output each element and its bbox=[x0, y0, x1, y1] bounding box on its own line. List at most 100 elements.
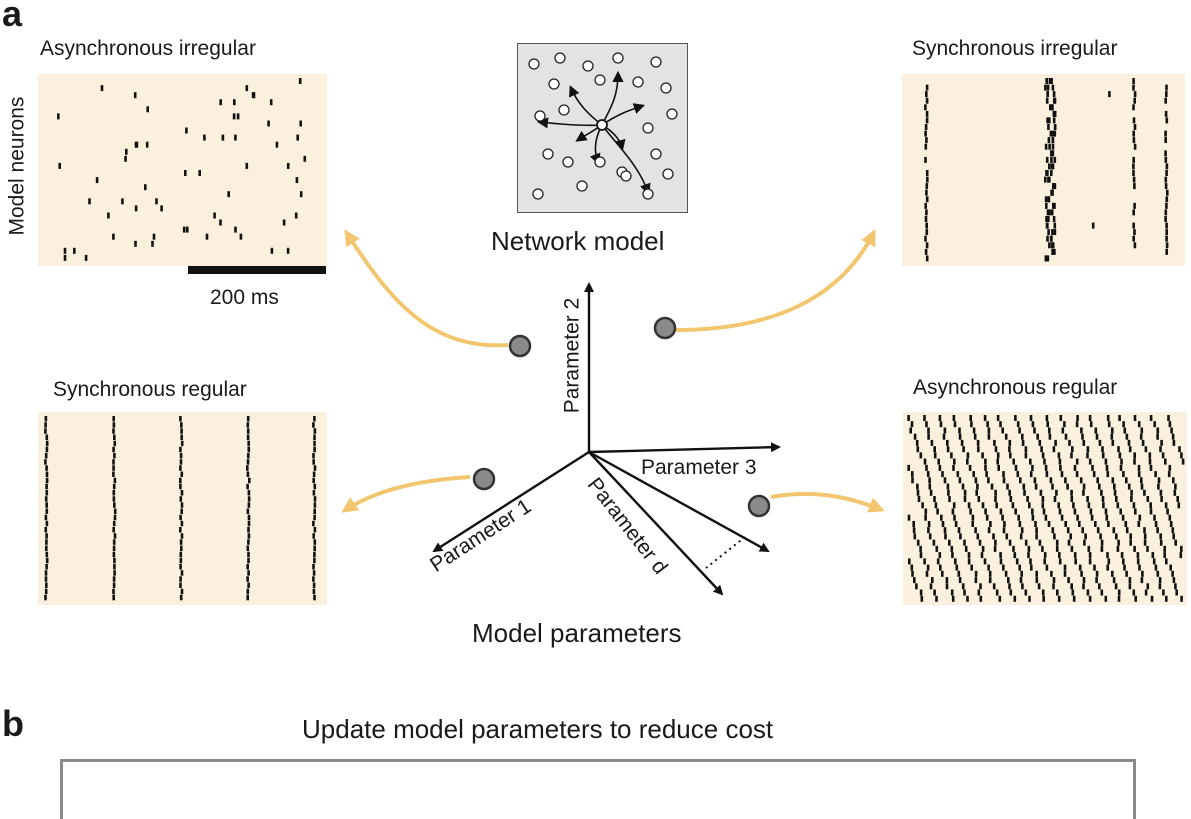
spike bbox=[958, 577, 962, 584]
spike bbox=[112, 576, 116, 582]
spike bbox=[1091, 464, 1094, 471]
spike bbox=[179, 514, 182, 521]
spike bbox=[966, 595, 969, 602]
spike bbox=[134, 141, 138, 148]
spike bbox=[952, 464, 955, 471]
spike bbox=[113, 533, 117, 539]
spike bbox=[924, 202, 927, 209]
spike bbox=[1132, 117, 1136, 124]
spike bbox=[1137, 521, 1141, 527]
spike bbox=[1094, 427, 1098, 434]
spike bbox=[1138, 564, 1141, 571]
axis-parameter-1 bbox=[432, 450, 590, 553]
spike bbox=[1041, 452, 1045, 459]
spike bbox=[967, 502, 971, 509]
spike bbox=[73, 247, 76, 254]
spike bbox=[1012, 545, 1015, 552]
spike bbox=[45, 440, 49, 447]
spike bbox=[913, 433, 917, 440]
spike bbox=[1132, 209, 1135, 216]
spike bbox=[1156, 527, 1159, 534]
spike bbox=[179, 576, 182, 582]
spike bbox=[1044, 143, 1048, 150]
spike bbox=[312, 570, 316, 576]
spike bbox=[972, 471, 975, 478]
spike bbox=[312, 422, 315, 428]
spike bbox=[312, 588, 316, 595]
spike bbox=[987, 427, 991, 434]
spike bbox=[962, 446, 965, 453]
spike bbox=[45, 471, 49, 477]
spike bbox=[1106, 564, 1109, 571]
spike bbox=[1041, 496, 1045, 502]
spike bbox=[924, 104, 927, 111]
spike bbox=[227, 191, 230, 198]
spike bbox=[1055, 539, 1059, 546]
spike bbox=[1047, 176, 1050, 183]
spike bbox=[1063, 564, 1067, 571]
spike bbox=[942, 433, 946, 440]
spike bbox=[933, 589, 936, 596]
spike bbox=[247, 502, 251, 508]
spike bbox=[1070, 545, 1074, 552]
spike bbox=[1041, 502, 1045, 509]
spike bbox=[1165, 242, 1169, 249]
spike bbox=[267, 120, 270, 127]
spike bbox=[961, 583, 965, 590]
spike bbox=[1112, 527, 1116, 534]
spike bbox=[112, 428, 115, 434]
spike bbox=[286, 162, 290, 169]
spike bbox=[1064, 433, 1068, 440]
spike bbox=[112, 520, 116, 527]
spike bbox=[179, 527, 182, 533]
spike bbox=[1052, 446, 1056, 453]
spike bbox=[1116, 502, 1120, 509]
spike bbox=[269, 99, 273, 106]
network-node bbox=[650, 56, 662, 68]
spike bbox=[1100, 589, 1104, 596]
spike bbox=[1132, 130, 1135, 137]
spike bbox=[219, 99, 222, 106]
spike bbox=[925, 464, 928, 471]
spike bbox=[44, 422, 47, 428]
spike bbox=[1051, 163, 1055, 170]
spike bbox=[925, 222, 928, 229]
spike bbox=[1082, 439, 1086, 446]
spike bbox=[912, 521, 915, 527]
spike bbox=[219, 219, 222, 226]
spike bbox=[993, 439, 996, 446]
spike bbox=[957, 527, 961, 534]
spike bbox=[1042, 595, 1045, 602]
spike bbox=[964, 545, 968, 552]
spike bbox=[1157, 477, 1161, 484]
sync-regular-title: Synchronous regular bbox=[53, 378, 247, 401]
spike bbox=[1009, 496, 1013, 502]
spike bbox=[1050, 156, 1053, 163]
spike bbox=[1044, 514, 1048, 521]
spike bbox=[1078, 564, 1082, 571]
spike bbox=[1140, 477, 1143, 484]
spike bbox=[1128, 583, 1132, 590]
spike bbox=[1052, 577, 1056, 584]
spike bbox=[1112, 577, 1116, 584]
spike bbox=[1095, 433, 1099, 440]
spike bbox=[1149, 464, 1153, 471]
spike bbox=[45, 490, 49, 496]
spike bbox=[1072, 502, 1075, 509]
spike bbox=[1132, 170, 1135, 176]
spike bbox=[1125, 433, 1129, 440]
spike bbox=[1053, 156, 1057, 163]
spike bbox=[45, 483, 48, 490]
spike bbox=[920, 595, 924, 602]
spike bbox=[179, 465, 182, 471]
spike bbox=[247, 496, 251, 502]
spike bbox=[1046, 255, 1050, 262]
spike bbox=[1101, 446, 1104, 453]
spike bbox=[951, 552, 954, 559]
spike bbox=[926, 176, 929, 183]
spike bbox=[978, 539, 982, 546]
spike bbox=[957, 570, 961, 577]
spike bbox=[1053, 222, 1057, 229]
network-node bbox=[582, 60, 594, 72]
spike bbox=[944, 533, 947, 540]
